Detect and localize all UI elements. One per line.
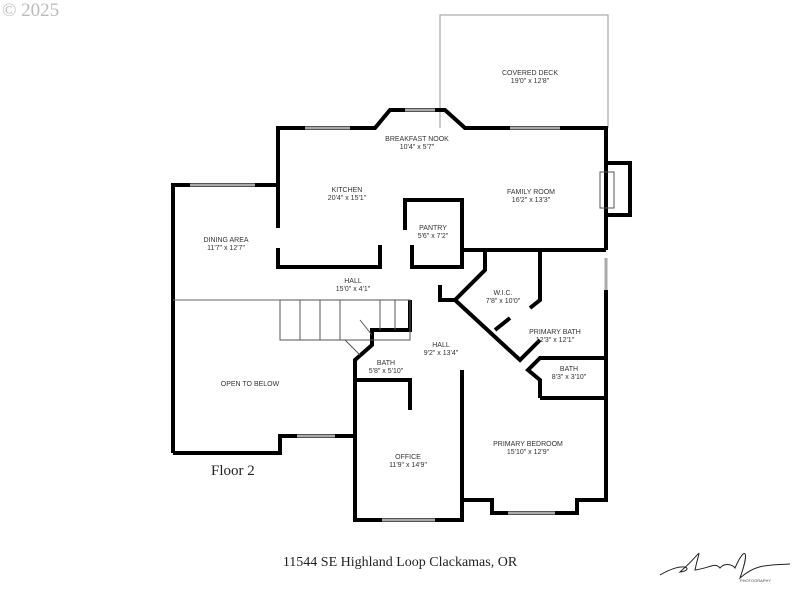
windows [190, 108, 608, 522]
floor-label: Floor 2 [211, 463, 255, 479]
room-size: 5'6" x 7'2" [418, 233, 449, 240]
room-name: HALL [344, 278, 362, 285]
svg-text:PHOTOGRAPHY: PHOTOGRAPHY [740, 578, 771, 583]
deck-outline [439, 14, 609, 128]
room-name: W.I.C. [493, 290, 512, 297]
room-name: PRIMARY BATH [529, 329, 581, 336]
photographer-signature-logo: PHOTOGRAPHY [659, 552, 791, 583]
room-name: OFFICE [395, 454, 421, 461]
room-size: 15'10" x 12'9" [507, 449, 550, 456]
room-size: 7'8" x 10'0" [486, 298, 521, 305]
room-name: FAMILY ROOM [507, 189, 555, 196]
room-name: KITCHEN [332, 187, 363, 194]
room-name: BREAKFAST NOOK [385, 136, 449, 143]
room-size: 16'2" x 13'3" [512, 197, 551, 204]
room-size: 8'3" x 3'10" [552, 374, 587, 381]
room-name: DINING AREA [203, 237, 248, 244]
fireplace [604, 161, 632, 217]
walls [171, 108, 608, 522]
room-size: 20'4" x 15'1" [328, 195, 367, 202]
room-name: BATH [377, 360, 395, 367]
room-labels: COVERED DECK 19'0" x 12'8" BREAKFAST NOO… [203, 70, 586, 469]
room-size: 5'8" x 5'10" [369, 368, 404, 375]
room-name: PRIMARY BEDROOM [493, 441, 563, 448]
room-size: 15'0" x 4'1" [336, 286, 371, 293]
room-size: 19'0" x 12'8" [511, 78, 550, 85]
room-size: 9'2" x 13'4" [424, 350, 459, 357]
room-name: COVERED DECK [502, 70, 558, 77]
fireplace-hearth [599, 171, 615, 209]
room-size: 11'7" x 12'7" [207, 245, 245, 252]
room-size: 10'4" x 5'7" [400, 144, 435, 151]
copyright-watermark: © 2025 [2, 0, 60, 21]
room-name: HALL [432, 342, 450, 349]
room-name: BATH [560, 366, 578, 373]
staircase [173, 299, 411, 356]
room-size: 11'9" x 14'9" [389, 462, 427, 469]
address: 11544 SE Highland Loop Clackamas, OR [282, 555, 518, 570]
room-size: 12'3" x 12'1" [536, 337, 575, 344]
room-name: PANTRY [419, 225, 447, 232]
room-name: OPEN TO BELOW [221, 381, 280, 388]
